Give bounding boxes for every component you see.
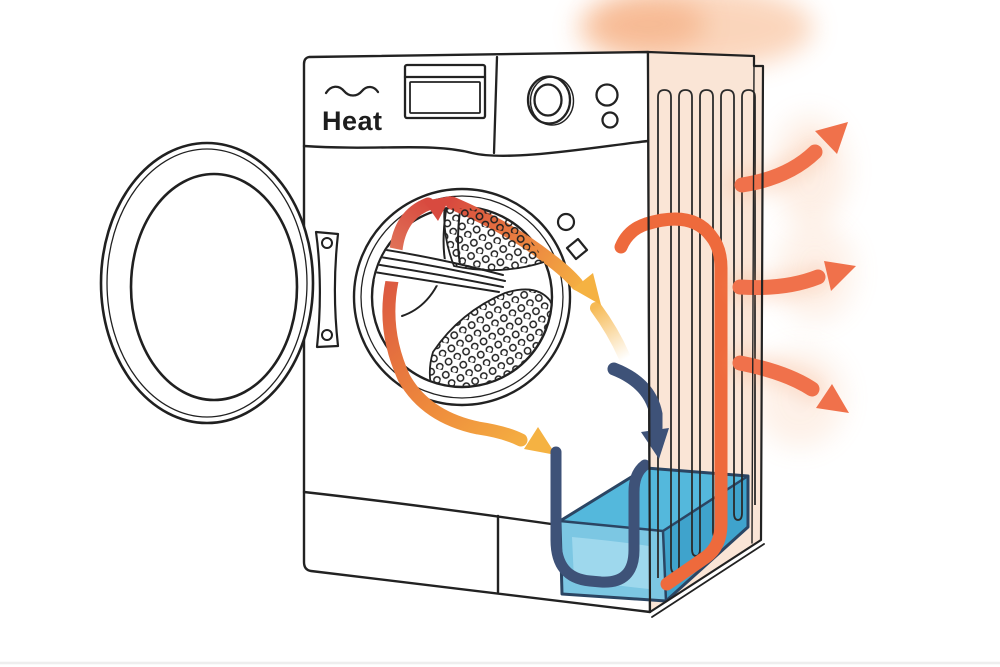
exhaust-arrow-top-body (734, 144, 823, 193)
door-latch-hole (556, 212, 576, 232)
heat-label: Heat (322, 106, 383, 136)
moist-air-arrowhead (573, 273, 601, 305)
exhaust-arrow-bodies (732, 144, 826, 397)
control-panel: Heat (322, 55, 619, 155)
exhaust-arrowhead-bottom (816, 384, 849, 413)
frame-bottom-thickness (651, 543, 765, 618)
frame-inner-right-edge (751, 65, 755, 544)
heat-exchanger-frame (646, 50, 765, 618)
door-hinge (314, 230, 340, 349)
panel-divider (492, 55, 499, 155)
door-window (129, 172, 299, 402)
button-small (601, 111, 619, 129)
duct-arrow-body (607, 362, 663, 435)
exhaust-arrow-middle-body (732, 269, 826, 296)
exhaust-arrowhead-top (815, 122, 848, 154)
heat-wave-icon (324, 85, 380, 97)
hot-air-arrowhead (424, 196, 451, 221)
exhaust-arrowheads (815, 122, 856, 413)
duct-arrowhead (641, 428, 669, 459)
door-ring-mid (106, 148, 308, 418)
door-latch-catch (565, 237, 589, 261)
hinge-screw-top (321, 237, 333, 249)
duct-pipe (550, 446, 651, 588)
display-screen (403, 63, 487, 120)
program-knob (526, 75, 572, 125)
drum-opening-mid (360, 195, 564, 399)
button-large (595, 83, 619, 107)
air-downflow-arrow-body (382, 274, 528, 447)
drum-airflow-arrows (382, 196, 630, 455)
frame-outline (646, 50, 765, 614)
hinge-screw-bottom (321, 329, 333, 341)
drum-opening-outer (352, 187, 572, 407)
refrigerant-pipe (614, 212, 728, 591)
dryer-door (99, 141, 340, 425)
control-panel-seam (302, 139, 650, 158)
display-inner (409, 81, 481, 114)
exhaust-heat-arrows (726, 122, 856, 413)
tank-top-face (560, 468, 748, 531)
exhaust-arrowhead-middle (824, 261, 856, 291)
air-downflow-arrowhead (524, 427, 556, 455)
drum-paddle (373, 244, 506, 293)
moist-air-duct (550, 362, 669, 588)
exhaust-arrow-bottom-body (732, 355, 820, 397)
moist-air-fade-tail (590, 302, 630, 362)
hot-air-arrow-body (389, 197, 435, 257)
knob-center (533, 83, 563, 117)
